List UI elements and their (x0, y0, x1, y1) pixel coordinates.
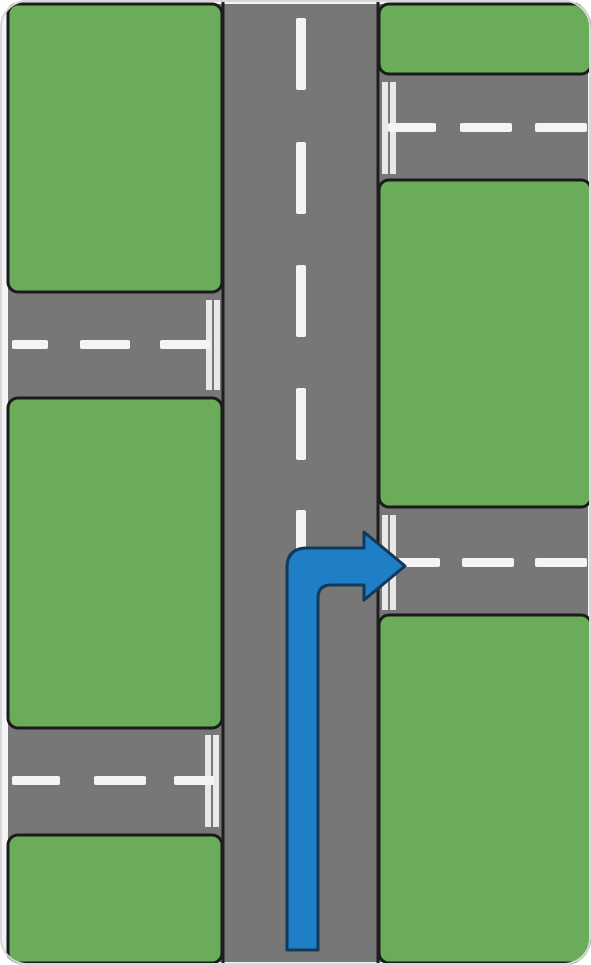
grass-block-right-top (377, 2, 591, 76)
main-road-center-line (296, 18, 306, 550)
side-street-right-top-markings (382, 82, 587, 174)
grass-block-left-bottom (6, 833, 224, 965)
side-street-left-top-markings (12, 300, 220, 390)
grass-block-left-top (6, 2, 224, 294)
grass-block-right-bottom (377, 613, 591, 965)
turn-right-arrow-icon (285, 530, 407, 952)
grass-block-left-middle (6, 396, 224, 730)
grass-block-right-middle (377, 178, 591, 509)
side-street-left-bottom-markings (12, 735, 219, 827)
